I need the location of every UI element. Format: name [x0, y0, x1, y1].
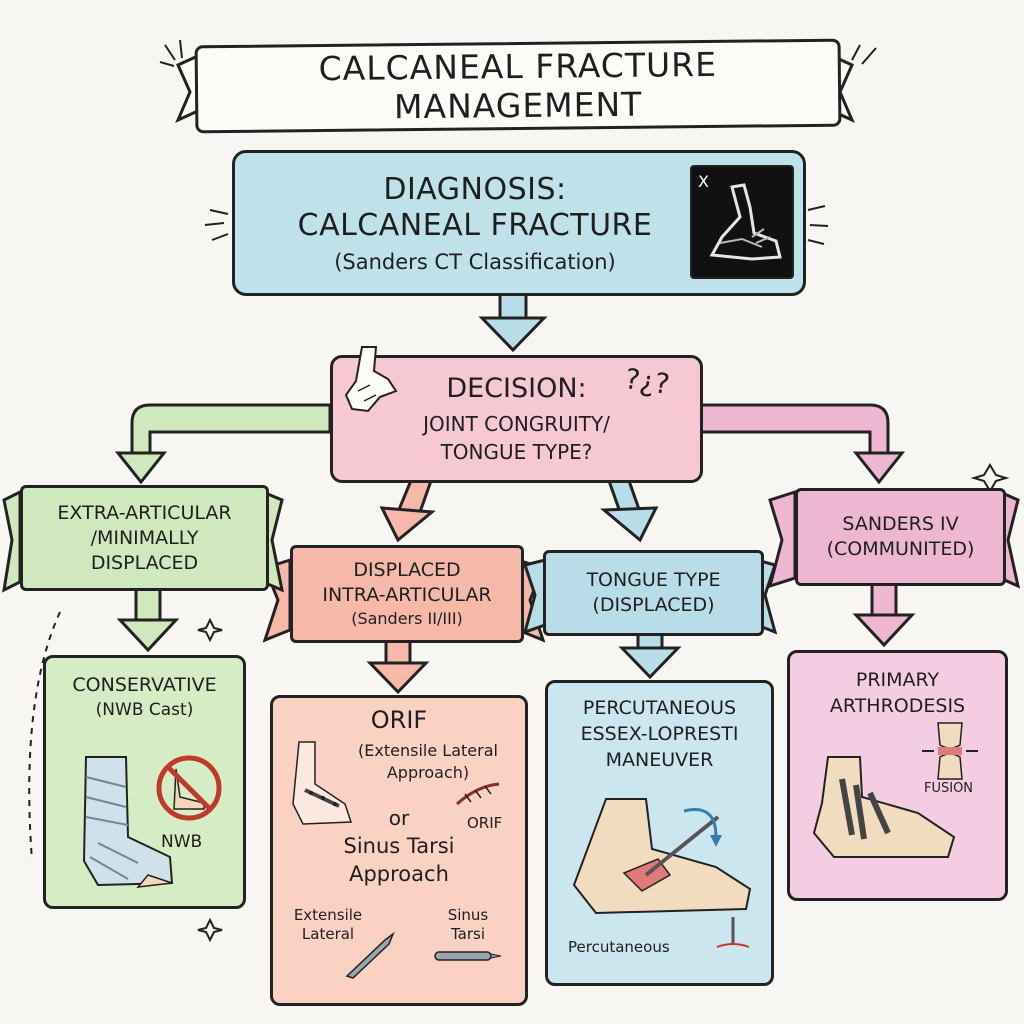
orif-or: or: [389, 804, 409, 832]
no-weight-bearing-icon: [154, 753, 224, 827]
branch-1-line2: /MINIMALLY: [91, 526, 199, 551]
treatment-percutaneous: PERCUTANEOUS ESSEX-LOPRESTI MANEUVER Per…: [545, 680, 774, 986]
branch-1-line1: EXTRA-ARTICULAR: [57, 501, 231, 526]
arrow-extra-to-conservative: [120, 585, 176, 650]
orif-line4: Approach: [349, 860, 449, 888]
elevator-instrument-icon: [433, 946, 503, 970]
orif-right-label-1: Sinus: [448, 906, 489, 925]
arthrodesis-line1: PRIMARY: [856, 667, 939, 693]
arrow-decision-to-displaced: [382, 478, 432, 540]
branch-tongue-type: TONGUE TYPE (DISPLACED): [543, 550, 764, 636]
treatment-conservative: CONSERVATIVE (NWB Cast) NWB: [43, 655, 246, 909]
nwb-label: NWB: [161, 830, 202, 854]
orif-line3: Sinus Tarsi: [343, 832, 454, 860]
percutaneous-line3: MANEUVER: [606, 747, 714, 773]
diagnosis-line1: DIAGNOSIS:: [383, 172, 566, 208]
branch-1-line3: DISPLACED: [91, 551, 198, 576]
conservative-subtitle: (NWB Cast): [96, 698, 194, 722]
diagnosis-text: DIAGNOSIS: CALCANEAL FRACTURE (Sanders C…: [255, 163, 695, 283]
percutaneous-line1: PERCUTANEOUS: [583, 695, 736, 721]
arthrodesis-line2: ARTHRODESIS: [830, 693, 965, 719]
conservative-title: CONSERVATIVE: [72, 672, 216, 698]
arrow-diagnosis-to-decision: [482, 290, 544, 350]
branch-4-line2: (COMMUNITED): [827, 537, 975, 562]
decision-question-line2: TONGUE TYPE?: [441, 438, 593, 466]
branch-2-line1: DISPLACED: [353, 558, 460, 583]
branch-2-line2: INTRA-ARTICULAR: [322, 583, 491, 608]
arrow-decision-to-tongue-type: [604, 478, 656, 540]
branch-sanders-iv: SANDERS IV (COMMUNITED): [795, 488, 1006, 586]
branch-displaced-intra-articular: DISPLACED INTRA-ARTICULAR (Sanders II/II…: [290, 545, 524, 643]
arrow-tongue-to-percutaneous: [622, 630, 678, 677]
decision-title: DECISION:: [446, 373, 586, 404]
decision-question-line1: JOINT CONGRUITY/: [423, 410, 610, 438]
treatment-orif: ORIF (Extensile Lateral Approach) or Sin…: [270, 695, 528, 1006]
branch-3-line2: (DISPLACED): [592, 593, 714, 618]
treatment-arthrodesis: PRIMARY ARTHRODESIS FUSION: [787, 650, 1008, 901]
orif-line1: (Extensile Lateral: [358, 740, 498, 762]
arrow-sanders-to-arthrodesis: [856, 580, 912, 645]
pin-skin-icon: [713, 915, 753, 959]
foot-pin-icon: [566, 793, 756, 927]
branch-4-line1: SANDERS IV: [842, 512, 958, 537]
orif-side-label: ORIF: [467, 814, 502, 833]
question-marks: ?¿?: [623, 362, 672, 401]
arrow-decision-to-sanders-iv: [697, 405, 902, 482]
joint-fusion-icon: [920, 721, 980, 785]
arrow-decision-to-extra-articular: [118, 405, 330, 482]
percutaneous-line2: ESSEX-LOPRESTI: [581, 721, 739, 747]
orif-right-label-2: Tarsi: [451, 925, 485, 944]
diagnosis-line2: CALCANEAL FRACTURE: [298, 208, 653, 244]
branch-3-line1: TONGUE TYPE: [586, 568, 720, 593]
incision-icon: [453, 780, 503, 814]
page-title: CALCANEAL FRACTURE MANAGEMENT: [198, 44, 839, 129]
arrow-displaced-to-orif: [370, 637, 426, 692]
fusion-label: FUSION: [924, 781, 973, 796]
orif-left-label-1: Extensile: [294, 906, 362, 925]
diagnosis-subtitle: (Sanders CT Classification): [334, 250, 616, 274]
xray-label: X: [698, 172, 709, 191]
branch-2-line3: (Sanders II/III): [351, 608, 463, 630]
branch-extra-articular: EXTRA-ARTICULAR /MINIMALLY DISPLACED: [20, 485, 269, 591]
orif-title: ORIF: [371, 706, 427, 734]
percutaneous-label: Percutaneous: [568, 938, 670, 957]
scalpel-icon: [343, 930, 403, 984]
title-banner: CALCANEAL FRACTURE MANAGEMENT: [195, 39, 842, 134]
heel-bone-icon: [340, 345, 404, 421]
